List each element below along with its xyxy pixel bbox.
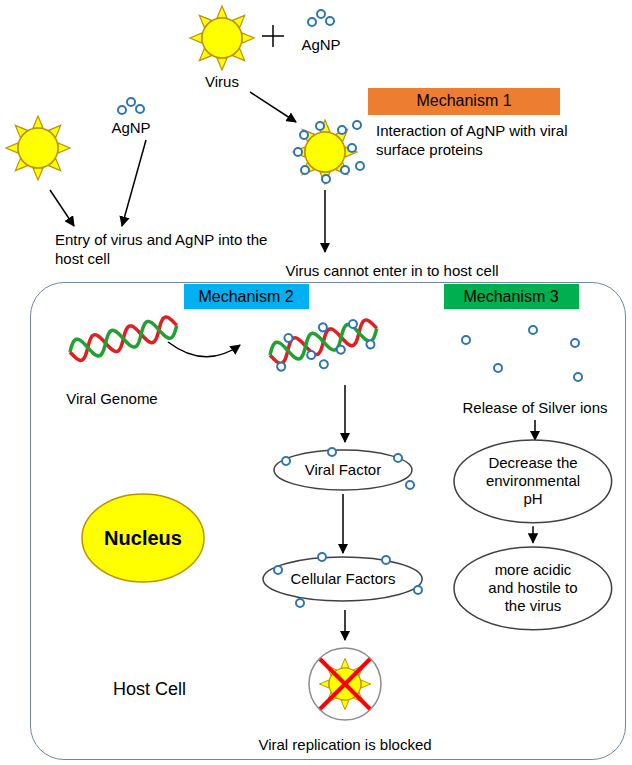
arrow: [324, 190, 326, 252]
factor-ellipse: Cellular Factors: [262, 556, 423, 602]
node-label: Host Cell: [113, 679, 186, 701]
node-label: Nucleus: [104, 526, 182, 550]
node-label: Viral Factor: [305, 461, 381, 479]
silver-ions: [462, 326, 582, 381]
virus-agnp-complex: [293, 120, 364, 184]
blocked-virus: [309, 648, 381, 720]
host-cell: Host CellMechanism 2Mechanism 3NucleusVi…: [30, 282, 626, 760]
mechanism-box: Mechanism 2: [184, 284, 309, 309]
arrow: [344, 610, 346, 640]
curved-arrow: [168, 342, 240, 357]
node-label: Cellular Factors: [290, 570, 395, 588]
genome-label: Viral Genome: [42, 390, 182, 409]
virus-icon: [190, 6, 254, 70]
agnp-label: AgNP: [281, 36, 361, 55]
arrow: [534, 420, 536, 440]
mechanism-box: Mechanism 1: [368, 88, 560, 115]
arrow: [122, 140, 146, 226]
flow-arrow: [342, 494, 344, 553]
virus-label: Virus: [182, 73, 262, 92]
virus-icon: [6, 116, 70, 180]
arrow: [250, 92, 296, 122]
outcome-note: Virus cannot enter in to host cell: [262, 262, 522, 281]
viral-genome: [67, 315, 179, 363]
ion-label: Release of Silver ions: [440, 399, 630, 418]
node-label: Mechanism 1: [416, 91, 511, 110]
entry-note: Entry of virus and AgNP into the host ce…: [55, 231, 270, 269]
node-label: Mechanism 2: [198, 287, 293, 306]
agnp-label: AgNP: [91, 119, 171, 138]
arrow: [344, 385, 346, 442]
agnp-on-factors: [274, 448, 422, 607]
arrow: [50, 190, 74, 226]
nucleus: Nucleus: [81, 493, 205, 583]
agnp-icon: [118, 98, 144, 114]
effect-ellipse: Decrease the environmental pH: [453, 439, 613, 524]
mechanism-box: Mechanism 3: [444, 284, 579, 309]
agnp-icon: [308, 10, 334, 26]
mechanism-note: Interaction of AgNP with viral surface p…: [376, 122, 608, 160]
node-label: more acidic and hostile to the virus: [481, 561, 585, 615]
node-label: Mechanism 3: [463, 287, 558, 306]
factor-ellipse: Viral Factor: [273, 449, 413, 491]
flow-arrow: [532, 526, 534, 542]
plus-sign: [262, 25, 284, 47]
node-label: Decrease the environmental pH: [481, 454, 585, 508]
outcome-note: Viral replication is blocked: [230, 736, 460, 755]
viral-genome-agnp: [266, 311, 383, 380]
effect-ellipse: more acidic and hostile to the virus: [453, 546, 613, 631]
